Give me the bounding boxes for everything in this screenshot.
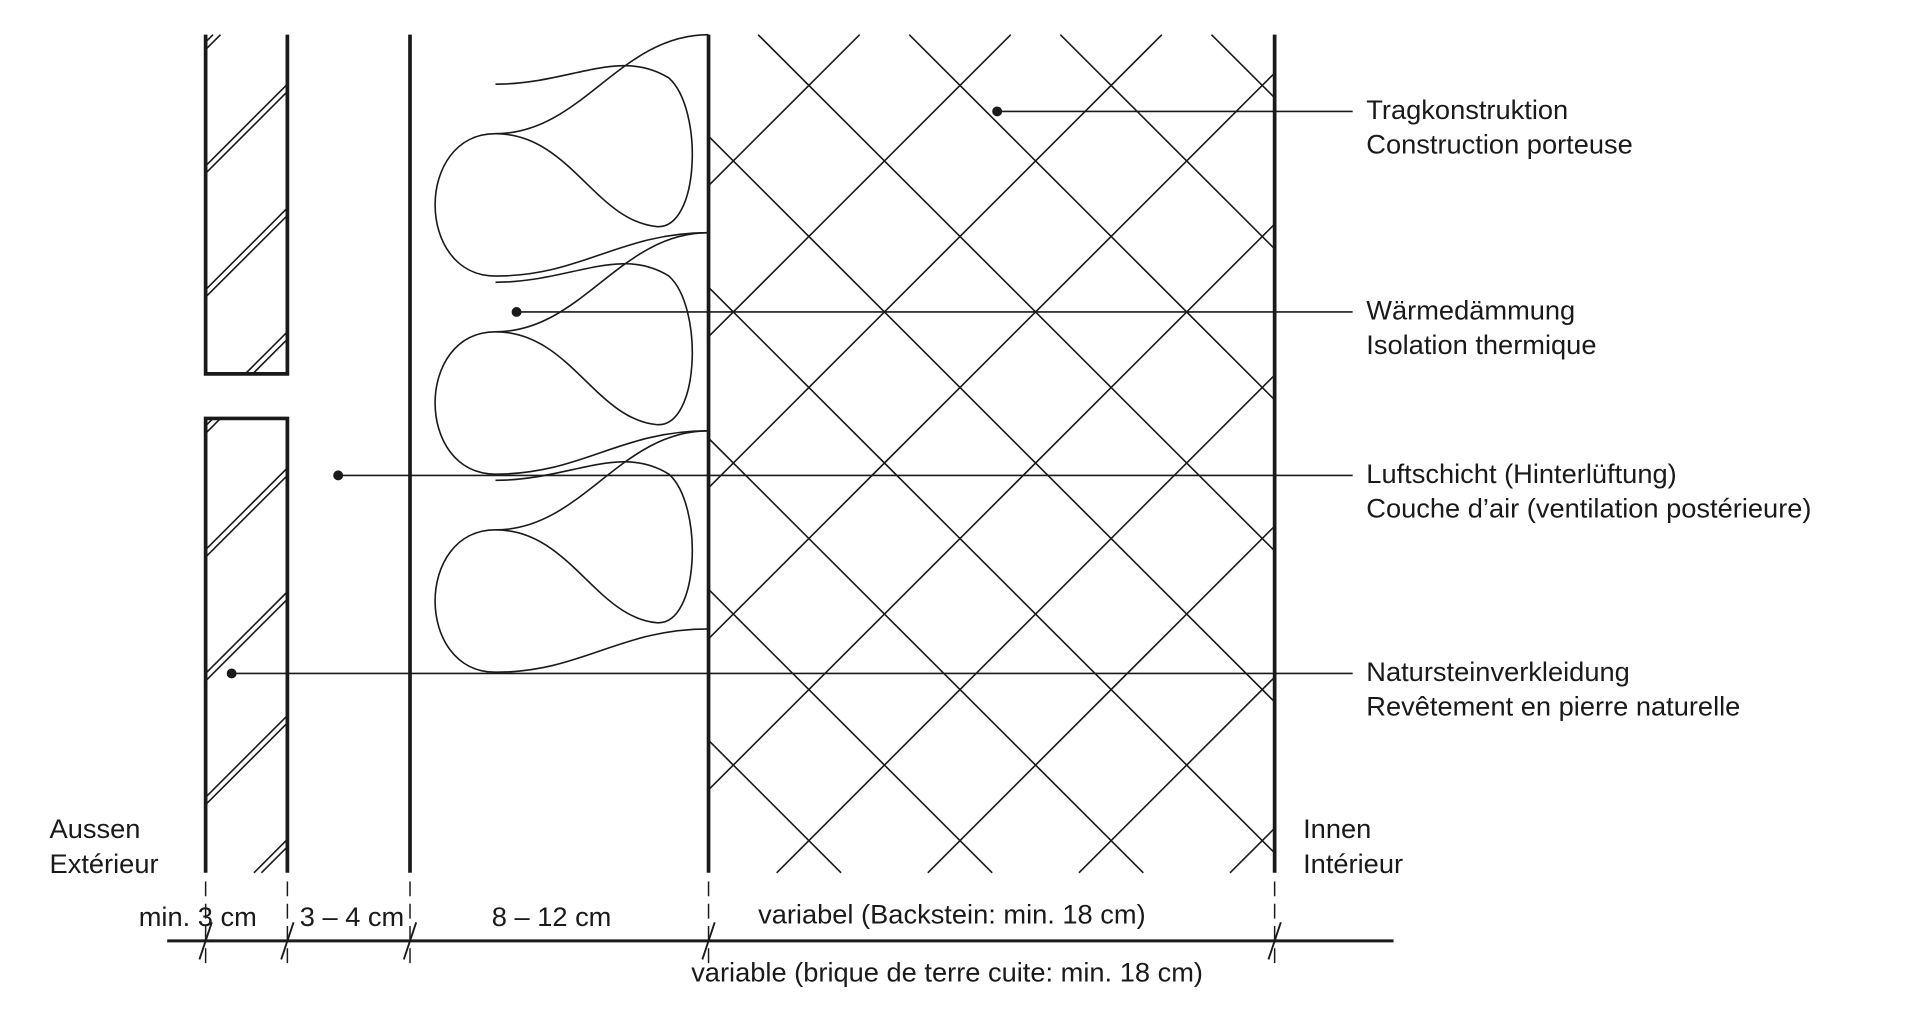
thermal-insulation xyxy=(408,33,709,873)
stone-hatch-line xyxy=(205,417,214,427)
insulation-loop xyxy=(434,430,709,674)
brick-hatch-line xyxy=(707,739,842,874)
brick-hatch-line xyxy=(757,34,1276,552)
brick-hatch-line xyxy=(927,525,1276,874)
stone-hatch-line xyxy=(205,417,222,434)
label-insulation-de: Wärmedämmung xyxy=(1366,294,1575,325)
insulation-loop xyxy=(495,461,694,624)
label-structure-fr: Construction porteuse xyxy=(1366,129,1633,160)
dimension-line xyxy=(167,881,1394,964)
label-insulation-fr: Isolation thermique xyxy=(1366,329,1596,360)
dim-cladding: min. 3 cm xyxy=(139,901,257,932)
brick-hatch-line xyxy=(707,588,993,874)
brick-hatch-line xyxy=(908,34,1276,401)
brick-hatch-line xyxy=(707,72,1276,640)
stone-hatch-line xyxy=(205,91,288,174)
insulation-loop xyxy=(434,33,709,277)
stone-hatch-line xyxy=(205,83,288,167)
label-cladding-fr: Revêtement en pierre naturelle xyxy=(1366,691,1740,722)
label-air-de: Luftschicht (Hinterlüftung) xyxy=(1366,458,1676,489)
brick-hatch-line xyxy=(1229,827,1276,874)
stone-hatch-line xyxy=(244,331,288,375)
label-outside-fr: Extérieur xyxy=(50,848,159,879)
label-outside-de: Aussen xyxy=(50,813,141,844)
leaders xyxy=(226,106,1353,679)
brick-hatch-line xyxy=(707,223,1276,791)
brick-hatch-line xyxy=(707,34,861,187)
dim-air: 3 – 4 cm xyxy=(300,901,404,932)
label-inside-fr: Intérieur xyxy=(1303,848,1403,879)
brick-hatch-line xyxy=(1078,676,1276,874)
dim-insulation: 8 – 12 cm xyxy=(492,901,612,932)
stone-hatch-line xyxy=(205,714,288,798)
brick-hatch-line xyxy=(707,437,1144,874)
insulation-loop xyxy=(434,231,709,475)
label-air-fr: Couche d’air (ventilation postérieure) xyxy=(1366,492,1811,523)
dim-structure-de: variabel (Backstein: min. 18 cm) xyxy=(758,899,1146,930)
stone-hatch-line xyxy=(253,838,288,874)
label-structure-de: Tragkonstruktion xyxy=(1366,94,1568,125)
insulation-loop xyxy=(495,262,694,426)
dim-structure-fr: variable (brique de terre cuite: min. 18… xyxy=(691,957,1203,988)
stone-hatch-line xyxy=(260,846,288,874)
load-bearing-wall xyxy=(706,34,1277,874)
brick-hatch-line xyxy=(1210,34,1276,99)
stone-hatch-line xyxy=(252,338,288,375)
stone-hatch-line xyxy=(205,474,288,558)
label-cladding-de: Natursteinverkleidung xyxy=(1366,656,1629,687)
brick-hatch-line xyxy=(707,34,1163,489)
label-inside-de: Innen xyxy=(1303,813,1371,844)
brick-hatch-line xyxy=(707,286,1276,854)
stone-hatch-line xyxy=(205,214,288,298)
stone-hatch-line xyxy=(205,722,288,806)
stone-cladding xyxy=(203,34,290,874)
brick-hatch-line xyxy=(707,34,1012,338)
stone-hatch-line xyxy=(205,467,288,551)
brick-hatch-line xyxy=(1059,34,1276,250)
stone-hatch-line xyxy=(205,34,214,43)
stone-hatch-line xyxy=(205,207,288,291)
insulation-loop xyxy=(495,64,694,228)
stone-hatch-line xyxy=(205,598,288,682)
brick-hatch-line xyxy=(776,374,1276,874)
stone-hatch-line xyxy=(205,34,222,51)
brick-hatch-line xyxy=(707,135,1276,703)
stone-hatch-line xyxy=(205,591,288,675)
